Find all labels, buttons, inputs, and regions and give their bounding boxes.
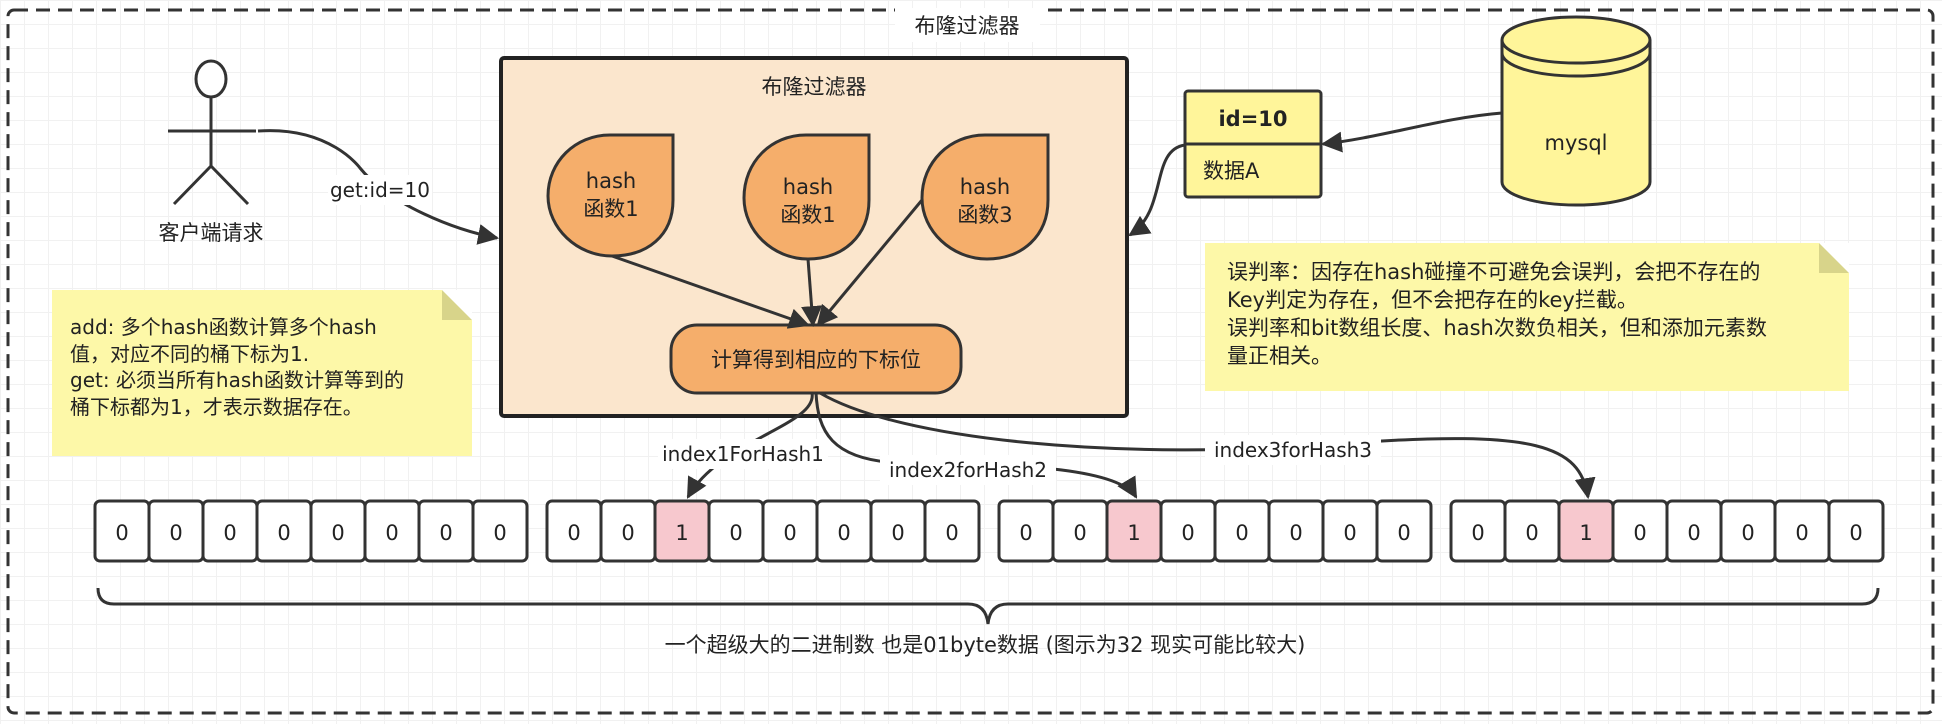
bit-value: 0 <box>1019 521 1032 545</box>
frame-title: 布隆过滤器 <box>915 14 1020 38</box>
bit-value: 1 <box>1579 521 1592 545</box>
note-line: 量正相关。 <box>1227 343 1332 368</box>
mysql-database-icon <box>1500 15 1652 207</box>
bit-cell <box>471 499 529 563</box>
bloom-filter-title: 布隆过滤器 <box>762 75 867 99</box>
client-actor-icon <box>168 59 256 206</box>
bit-value: 0 <box>1687 521 1700 545</box>
note-line: 值，对应不同的桶下标为1. <box>70 341 310 366</box>
note-line: get: 必须当所有hash函数计算等到的 <box>70 368 404 393</box>
bit-array: 0 0 0 0 0 0 0 0 0 0 1 0 0 0 0 0 0 0 1 0 0 0 0 0 0 0 1 0 0 0 0 0 <box>93 499 1885 563</box>
hash-function-1 <box>546 133 675 258</box>
bit-value: 0 <box>1289 521 1302 545</box>
bit-value: 0 <box>891 521 904 545</box>
hash-function-2-line1: hash <box>783 175 833 199</box>
bit-value: 0 <box>385 521 398 545</box>
hash-function-3-line2: 函数3 <box>957 203 1012 227</box>
bit-value: 0 <box>439 521 452 545</box>
index1-arrow <box>686 392 814 499</box>
bit-value: 0 <box>729 521 742 545</box>
hash-function-1-line1: hash <box>586 169 636 193</box>
db-to-record-arrow <box>1320 111 1503 153</box>
bit-value: 0 <box>1181 521 1194 545</box>
bit-value: 0 <box>277 521 290 545</box>
false-positive-note: 误判率：因存在hash碰撞不可避免会误判，会把不存在的 Key判定为存在，但不会… <box>1205 243 1849 391</box>
bit-value: 0 <box>1795 521 1808 545</box>
note-line: 桶下标都为1，才表示数据存在。 <box>70 394 363 419</box>
note-line: Key判定为存在，但不会把存在的key拦截。 <box>1227 287 1638 312</box>
note-line: add: 多个hash函数计算多个hash <box>70 315 377 339</box>
brace-caption: 一个超级大的二进制数 也是01byte数据 (图示为32 现实可能比较大) <box>665 633 1306 657</box>
record-to-filter-arrow <box>1128 143 1186 237</box>
bit-cell <box>923 499 981 563</box>
bit-value: 0 <box>331 521 344 545</box>
bit-value: 0 <box>1073 521 1086 545</box>
bit-value: 0 <box>1471 521 1484 545</box>
hash-function-1-line2: 函数1 <box>583 197 638 221</box>
bit-value: 1 <box>675 521 688 545</box>
request-label-bg <box>328 175 432 205</box>
bit-value: 0 <box>115 521 128 545</box>
note-fold-corner <box>442 290 472 320</box>
bit-value: 0 <box>945 521 958 545</box>
bit-value: 0 <box>1343 521 1356 545</box>
frame-title-bg <box>895 8 1040 42</box>
index3-label-bg <box>1205 435 1381 465</box>
hash-function-3-line1: hash <box>960 175 1010 199</box>
bit-value: 0 <box>169 521 182 545</box>
bit-value: 0 <box>837 521 850 545</box>
hash-function-2-line2: 函数1 <box>780 203 835 227</box>
index1-label: index1ForHash1 <box>662 442 824 466</box>
bit-value: 0 <box>1633 521 1646 545</box>
bit-value: 1 <box>1127 521 1140 545</box>
bit-value: 0 <box>1235 521 1248 545</box>
record-key: id=10 <box>1218 107 1287 131</box>
index2-label: index2forHash2 <box>889 458 1047 482</box>
bit-value: 0 <box>1397 521 1410 545</box>
bit-value: 0 <box>1741 521 1754 545</box>
bit-value: 0 <box>1849 521 1862 545</box>
bit-value: 0 <box>1525 521 1538 545</box>
request-label: get:id=10 <box>330 178 430 202</box>
index1-label-bg <box>658 439 828 469</box>
bit-array-brace <box>96 587 1880 625</box>
record-value: 数据A <box>1203 159 1260 183</box>
bit-value: 0 <box>783 521 796 545</box>
bit-cell <box>1375 499 1433 563</box>
index3-label: index3forHash3 <box>1214 438 1372 462</box>
bit-value: 0 <box>621 521 634 545</box>
mysql-label: mysql <box>1545 131 1608 155</box>
bit-value: 0 <box>223 521 236 545</box>
bit-cell <box>1827 499 1885 563</box>
note-fold-corner <box>1819 243 1849 273</box>
add-get-note: add: 多个hash函数计算多个hash 值，对应不同的桶下标为1. get:… <box>52 290 472 456</box>
bit-value: 0 <box>493 521 506 545</box>
hash3-to-compute-arrow <box>816 199 924 327</box>
hash2-to-compute-arrow <box>801 258 823 328</box>
hash-function-2 <box>742 133 871 261</box>
index2-label-bg <box>880 455 1056 485</box>
note-line: 误判率和bit数组长度、hash次数负相关，但和添加元素数 <box>1227 315 1767 340</box>
note-line: 误判率：因存在hash碰撞不可避免会误判，会把不存在的 <box>1227 260 1761 284</box>
compute-index-label: 计算得到相应的下标位 <box>711 348 921 372</box>
hash-function-3 <box>920 133 1050 261</box>
client-label: 客户端请求 <box>159 221 264 245</box>
hash1-to-compute-arrow <box>611 254 810 329</box>
bit-value: 0 <box>567 521 580 545</box>
request-arrow <box>257 129 500 245</box>
